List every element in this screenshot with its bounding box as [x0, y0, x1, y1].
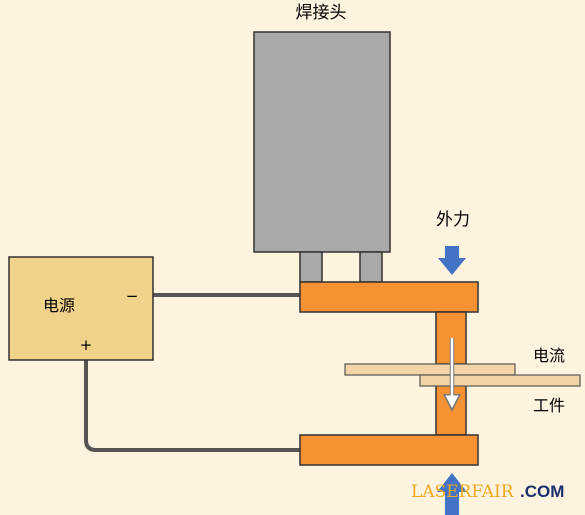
workpiece-upper-plate [344, 363, 516, 376]
negative-terminal-label: − [126, 287, 139, 305]
current-label: 电流 [533, 346, 565, 365]
arrow-down-icon [438, 246, 466, 275]
welding-head-leg-left [299, 251, 323, 283]
positive-terminal-label: + [80, 336, 93, 354]
positive-wire [84, 360, 300, 452]
power-supply-label: 电源 [43, 296, 75, 315]
arrow-up-icon [437, 473, 467, 515]
watermark: LASERFAIR .COM [411, 482, 564, 502]
workpiece-lower-plate [419, 374, 581, 387]
upper-electrode-arm [299, 281, 479, 313]
welding-head [253, 31, 391, 253]
welding-head-leg-right [359, 251, 383, 283]
welding-head-label: 焊接头 [296, 3, 347, 23]
watermark-brand: LASERFAIR [411, 482, 515, 502]
arrow-down-icon [443, 338, 461, 412]
watermark-suffix: .COM [520, 482, 564, 501]
power-supply [8, 256, 154, 361]
lower-electrode-arm [299, 434, 479, 466]
external-force-label: 外力 [436, 210, 470, 230]
workpiece-label: 工件 [533, 396, 565, 415]
